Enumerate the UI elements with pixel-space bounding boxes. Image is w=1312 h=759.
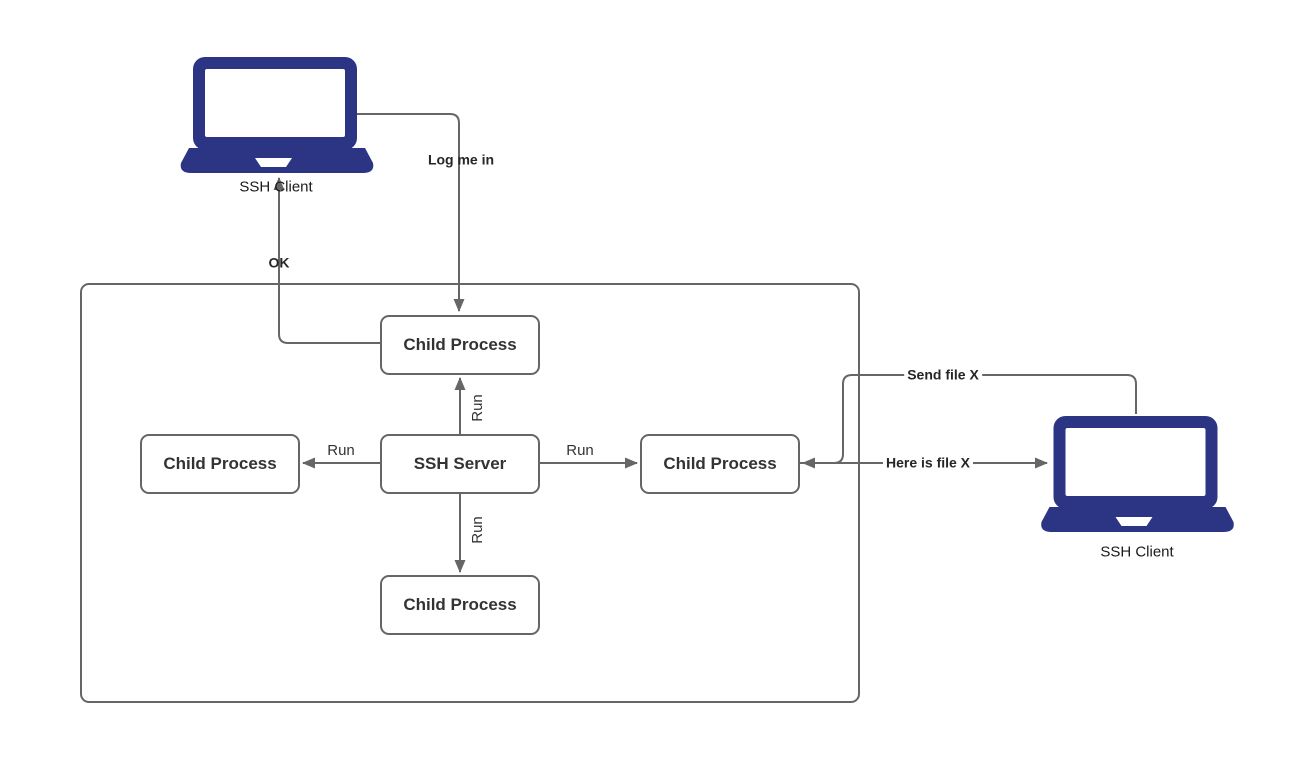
laptop-icon xyxy=(180,57,374,173)
ssh-server-node: SSH Server xyxy=(380,434,540,494)
here-is-file-label: Here is file X xyxy=(882,454,974,471)
edge-log-me-in xyxy=(357,113,465,312)
edge-send-file xyxy=(802,374,1137,469)
server-boundary-box xyxy=(80,283,860,703)
ssh-client-left-label: SSH Client xyxy=(239,178,313,196)
child-process-top-node: Child Process xyxy=(380,315,540,375)
ssh-client-right-label: SSH Client xyxy=(1100,543,1174,561)
child-process-left-node: Child Process xyxy=(140,434,300,494)
child-process-bottom-node: Child Process xyxy=(380,575,540,635)
run-up-label: Run xyxy=(468,394,486,422)
laptop-icon xyxy=(1041,416,1234,532)
send-file-label: Send file X xyxy=(904,366,982,383)
child-process-right-node: Child Process xyxy=(640,434,800,494)
log-me-in-label: Log me in xyxy=(427,151,495,168)
run-right-label: Run xyxy=(566,441,594,459)
run-left-label: Run xyxy=(327,441,355,459)
edge-ok xyxy=(273,177,380,344)
ok-label: OK xyxy=(268,254,290,271)
run-down-label: Run xyxy=(468,516,486,544)
